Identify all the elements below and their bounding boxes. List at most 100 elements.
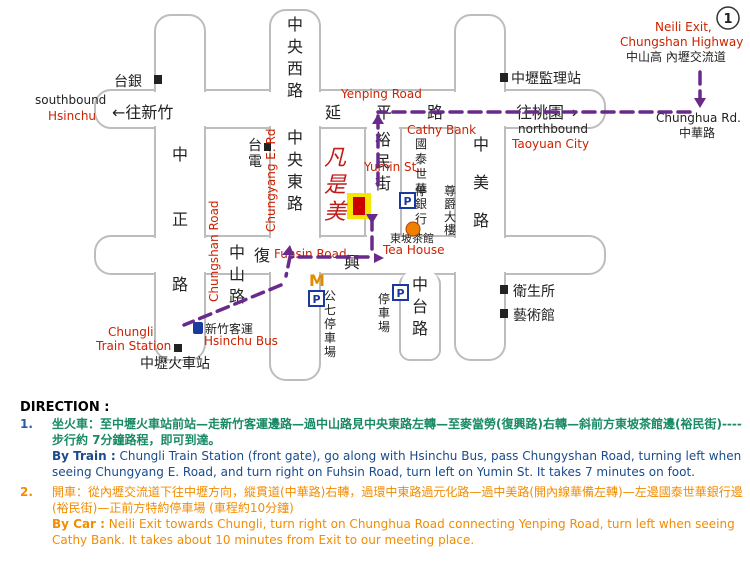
label-cathay-2: 泰 <box>415 152 427 166</box>
label-gongqi-5: 場 <box>324 345 336 359</box>
direction-train-zh: 坐火車：至中壢火車站前站—走新竹客運邊路—過中山路見中央東路左轉—至麥當勞(復興… <box>52 417 742 447</box>
road-zhongdong-3: 東 <box>287 172 303 191</box>
label-tea-house: Tea House <box>382 243 444 257</box>
route-arrow-2 <box>372 114 384 124</box>
road-zhongmei-3: 路 <box>473 211 489 230</box>
svg-text:P: P <box>403 195 411 208</box>
road-zhongdong-4: 路 <box>287 194 303 213</box>
label-chungyang: Chungyang E. Rd <box>264 129 278 232</box>
label-taiyin: 台銀 <box>114 74 142 90</box>
label-chungli: Chungli <box>108 325 153 339</box>
road-zhongzheng-3: 路 <box>172 275 188 294</box>
bus-icon <box>193 322 203 334</box>
label-yumin-st: Yumin St. <box>363 160 420 174</box>
label-jianli: 中壢監理站 <box>511 70 581 87</box>
label-tower-4: 樓 <box>444 222 456 237</box>
marker-station <box>174 344 182 352</box>
label-cathay-5: 銀 <box>415 197 427 211</box>
marker-taidian <box>264 143 271 151</box>
road-zhongxi-4: 路 <box>287 81 303 100</box>
parking-icon-2 <box>308 290 325 307</box>
svg-text:P: P <box>312 293 320 306</box>
label-neili-zh: 中山高 內壢交流道 <box>626 49 726 64</box>
label-neili-exit: Neili Exit, <box>655 20 712 34</box>
tea-house-icon <box>405 221 421 237</box>
direction-num-2: 2. <box>20 485 33 499</box>
label-cathay-6: 行 <box>415 212 427 226</box>
marker-jianli <box>500 73 508 82</box>
label-tower-1: 尊 <box>444 183 456 198</box>
exit-badge <box>716 6 740 30</box>
marker-weisheng <box>500 285 508 294</box>
direction-item-car: 2. 開車：從內壢交流道下往中壢方向，縱貫道(中華路)右轉，過環中東路過元化路—… <box>20 484 745 548</box>
label-cathy-bank: Cathy Bank <box>407 123 476 137</box>
road-zhongtai-1: 中 <box>412 275 428 294</box>
route-arrow-5 <box>282 245 294 255</box>
arrow-hsinchu: ←往新竹 <box>112 103 173 122</box>
label-chungshan-road: Chungshan Road <box>207 200 221 302</box>
label-gongqi-3: 停 <box>324 316 336 331</box>
area-map: 中 央 西 路 延 平 路 中 正 路 中 央 東 路 裕 民 街 中 美 路 … <box>35 6 743 381</box>
label-hsinchu: Hsinchu <box>48 109 96 123</box>
svg-text:P: P <box>396 287 404 300</box>
label-cathay-3: 世 <box>415 167 427 181</box>
road-fuxing-1: 復 <box>254 246 270 265</box>
road-yanping-1: 延 <box>325 103 341 122</box>
label-taidian-2: 電 <box>248 154 262 170</box>
road-zhongxi-3: 西 <box>287 59 303 78</box>
label-gongqi-1: 公 <box>324 289 336 303</box>
label-taidian-1: 台 <box>248 138 262 154</box>
label-gongqi-4: 車 <box>324 331 336 345</box>
label-southbound: southbound <box>35 93 106 107</box>
road-zhongdong-1: 中 <box>287 128 303 147</box>
label-gongqi-2: 七 <box>324 303 336 317</box>
label-tingche1-1: 停 <box>415 183 427 198</box>
label-northbound: northbound <box>518 122 588 136</box>
label-chungshan-hwy: Chungshan Highway <box>620 35 743 49</box>
road-zhongtai-3: 路 <box>412 319 428 338</box>
road-zhongzheng-1: 中 <box>172 145 188 164</box>
label-tingche2-1: 停 <box>378 291 390 306</box>
label-yishu: 藝術館 <box>513 307 555 324</box>
label-cathay-1: 國 <box>415 137 427 151</box>
direction-train-en: By Train : Chungli Train Station (front … <box>52 449 742 479</box>
label-hsinchu-bus: Hsinchu Bus <box>204 334 278 348</box>
shop-name-1: 凡 <box>324 146 347 171</box>
label-tower-2: 爵 <box>444 197 456 211</box>
label-taoyuan: Taoyuan City <box>511 137 589 151</box>
svg-text:1: 1 <box>723 12 732 27</box>
mcdonalds-icon: M <box>309 271 325 290</box>
label-chunghua-en: Chunghua Rd. <box>656 111 741 125</box>
parking-icon-3 <box>392 284 409 301</box>
label-bus: 新竹客運 <box>205 321 253 336</box>
road-zhongxi-2: 央 <box>287 37 303 56</box>
label-station: 中壢火車站 <box>140 355 210 372</box>
shop-name-2: 是 <box>324 173 347 198</box>
road-zhongxi-1: 中 <box>287 15 303 34</box>
direction-item-train: 1. 坐火車：至中壢火車站前站—走新竹客運邊路—過中山路見中央東路左轉—至麥當勞… <box>20 416 745 480</box>
label-tingche2-3: 場 <box>378 320 390 334</box>
label-cathay-4: 華 <box>415 182 427 196</box>
road-zhongmei-1: 中 <box>473 135 489 154</box>
label-chunghua-zh: 中華路 <box>679 125 715 140</box>
direction-num-1: 1. <box>20 417 33 431</box>
label-weisheng: 衛生所 <box>513 284 555 300</box>
label-tower-3: 大 <box>444 210 456 224</box>
road-zhongshan-2: 山 <box>229 265 245 284</box>
shop-name-3: 美 <box>324 200 348 225</box>
directions-title: DIRECTION : <box>20 400 110 415</box>
route-arrow-1 <box>694 98 706 108</box>
label-tea: 東坡茶館 <box>390 231 434 245</box>
direction-car-zh: 開車：從內壢交流道下往中壢方向，縱貫道(中華路)右轉，過環中東路過元化路—過中美… <box>52 485 743 515</box>
route-arrow-4 <box>374 253 384 263</box>
road-zhongzheng-2: 正 <box>172 210 188 229</box>
marker-yishu <box>500 309 508 318</box>
label-yenping: Yenping Road <box>340 87 422 101</box>
route-arrow-3 <box>366 214 378 224</box>
road-zhongmei-2: 美 <box>473 173 489 192</box>
marker-taiyin <box>154 75 162 84</box>
road-zhongshan-1: 中 <box>229 243 245 262</box>
label-train-station: Train Station <box>95 339 171 353</box>
direction-car-en: By Car : Neili Exit towards Chungli, tur… <box>52 517 735 547</box>
directions-panel: DIRECTION : 1. 坐火車：至中壢火車站前站—走新竹客運邊路—過中山路… <box>20 400 745 548</box>
